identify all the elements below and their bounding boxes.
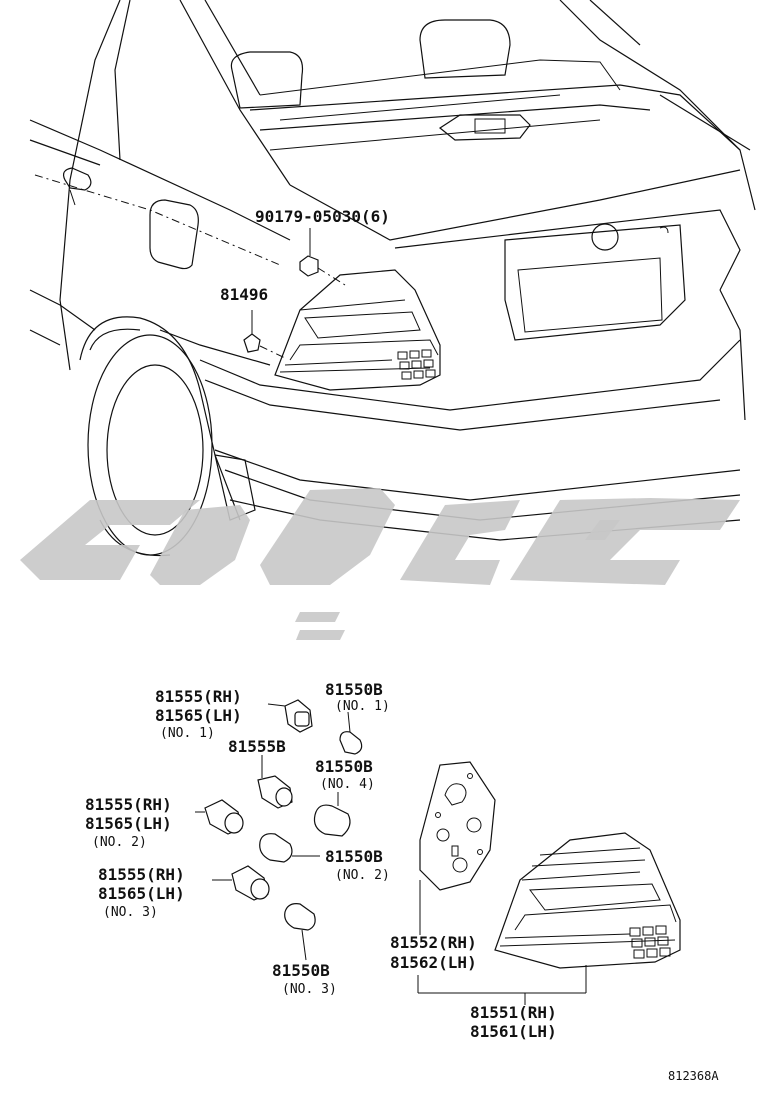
label-gasket-lh: 81562(LH): [390, 953, 477, 972]
gasket-icon: [419, 761, 496, 935]
label-bulb1: 81550B: [325, 680, 383, 699]
label-socket1-rh: 81555(RH): [155, 687, 242, 706]
label-bulb4-no: (NO. 4): [320, 777, 375, 792]
label-socket3-lh: 81565(LH): [98, 884, 185, 903]
tail-lamp-on-car: [274, 269, 441, 391]
label-socket2-no: (NO. 2): [92, 835, 147, 850]
car-rear-illustration: [29, 0, 756, 557]
label-lamp-rh: 81551(RH): [470, 1003, 557, 1022]
watermark-logo: [20, 488, 740, 640]
part-labels: 90179-05030(6) 81496 81555(RH) 81565(LH)…: [85, 207, 719, 1083]
callout-bracket: [417, 965, 587, 1005]
label-bulb3-no: (NO. 3): [282, 982, 337, 997]
socket-icon: [212, 865, 270, 901]
label-bulb2: 81550B: [325, 847, 383, 866]
label-socket2-lh: 81565(LH): [85, 814, 172, 833]
label-clip: 90179-05030(6): [255, 207, 390, 226]
diagram-code: 812368A: [668, 1069, 719, 1083]
bulb-icon: [259, 833, 320, 863]
socket-icon: [267, 699, 313, 733]
label-bulb3: 81550B: [272, 961, 330, 980]
label-socket-center: 81555B: [228, 737, 286, 756]
tail-lamp-icon: [494, 832, 681, 969]
screw-icon: [243, 310, 286, 359]
label-lamp-lh: 81561(LH): [470, 1022, 557, 1041]
label-socket2-rh: 81555(RH): [85, 795, 172, 814]
socket-icon: [195, 799, 244, 835]
bulb-icon: [313, 792, 351, 837]
lamp-reflector-grid: [397, 349, 436, 380]
label-bulb4: 81550B: [315, 757, 373, 776]
clip-icon: [299, 228, 346, 286]
socket-icon: [257, 755, 293, 809]
label-bulb1-no: (NO. 1): [335, 699, 390, 714]
label-socket1-lh: 81565(LH): [155, 706, 242, 725]
label-bulb2-no: (NO. 2): [335, 868, 390, 883]
bulb-icon: [339, 711, 363, 755]
label-socket1-no: (NO. 1): [160, 726, 215, 741]
bulb-icon: [284, 903, 316, 961]
label-screw: 81496: [220, 285, 268, 304]
label-gasket-rh: 81552(RH): [390, 933, 477, 952]
label-socket3-rh: 81555(RH): [98, 865, 185, 884]
label-socket3-no: (NO. 3): [103, 905, 158, 920]
